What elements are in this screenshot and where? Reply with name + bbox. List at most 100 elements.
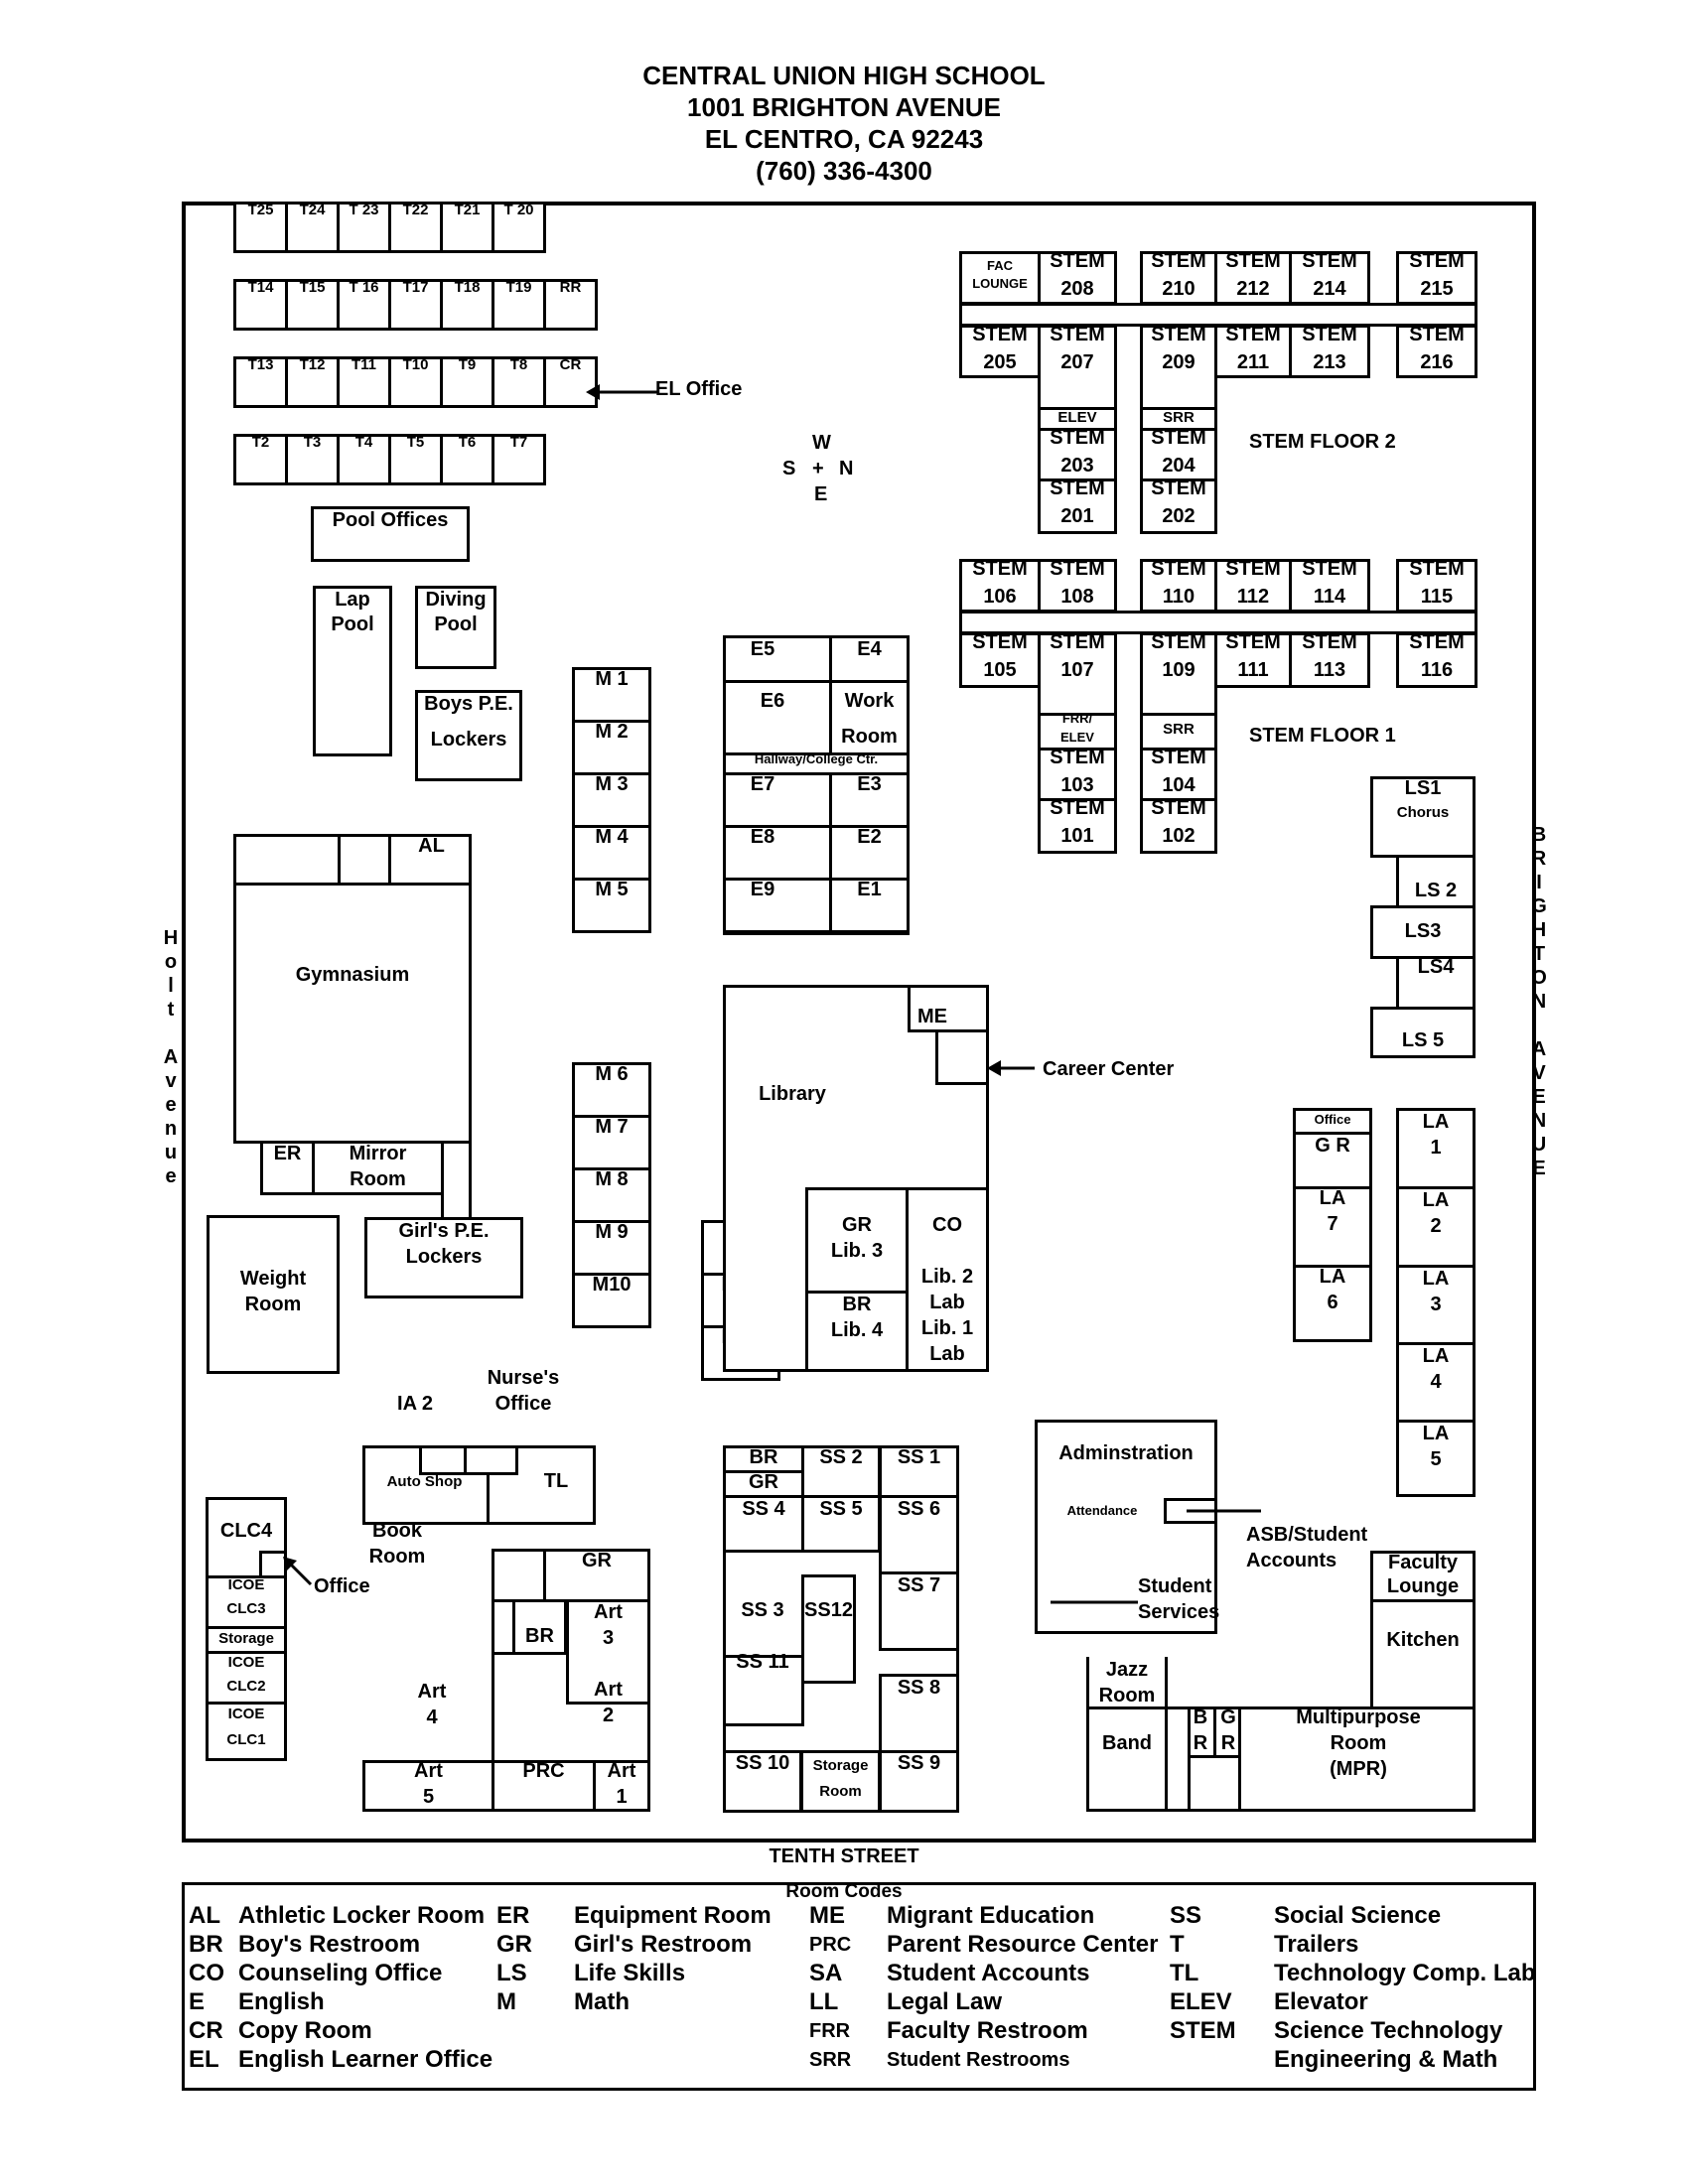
ls4 [1396, 956, 1476, 1010]
la-label: LA [1422, 1111, 1450, 1133]
legend-description: Math [574, 1988, 630, 2015]
al-label: AL [418, 835, 445, 857]
stem-213 [1289, 325, 1370, 378]
lib4-label: Lib. 4 [830, 1319, 884, 1341]
work-label: Room [841, 726, 898, 748]
ss12-label: SS12 [804, 1599, 853, 1621]
frr-label: FRR/ [1061, 711, 1093, 726]
trailer-label: T15 [299, 279, 326, 296]
trailer-label: CR [559, 356, 582, 373]
legend-description: Copy Room [238, 2017, 372, 2044]
stem-number-label: 105 [983, 659, 1017, 681]
trailer-t5 [388, 434, 443, 485]
legend-code: LS [496, 1960, 527, 1986]
street-letter: E [1532, 1086, 1546, 1108]
ss-storage-room-label: Room [819, 1783, 862, 1800]
br-r-label: R [1193, 1732, 1208, 1754]
trailer-label: T25 [247, 202, 274, 218]
art2-label: Art [594, 1679, 623, 1701]
stem-number-label: 205 [983, 351, 1017, 373]
la6-la-label: LA [1319, 1266, 1346, 1288]
la-east-building [1396, 1108, 1476, 1497]
auto-shop-label: Auto Shop [386, 1473, 463, 1490]
clc2-label: CLC2 [226, 1678, 266, 1695]
mpr-label-3: (MPR) [1330, 1758, 1387, 1780]
library-label: Library [759, 1083, 826, 1105]
trailer-t20 [492, 202, 546, 253]
stem-113 [1289, 632, 1370, 688]
stem-label: STEM [1302, 250, 1357, 272]
stem-label: STEM [972, 558, 1028, 580]
stem-number-label: 110 [1162, 586, 1196, 608]
elev-label: ELEV [1060, 730, 1094, 745]
work-room [829, 680, 910, 755]
trailer-t17 [388, 279, 443, 331]
street-letter: t [167, 999, 175, 1021]
street-letter: n [164, 1118, 178, 1140]
legend-description: Migrant Education [887, 1902, 1095, 1929]
compass-n: N [839, 458, 854, 479]
prc [492, 1760, 596, 1812]
hallway-label: Hallway/College Ctr. [754, 751, 879, 766]
english-label: E4 [857, 638, 882, 660]
compass-center: + [812, 458, 824, 479]
art-1 [593, 1760, 650, 1812]
legend-code: CR [189, 2017, 223, 2044]
legend-code: STEM [1170, 2017, 1236, 2044]
trailer-label: T6 [458, 434, 477, 451]
stem-label: STEM [1151, 797, 1206, 819]
stem-number-label: 215 [1420, 278, 1454, 300]
stem-label: STEM [1050, 478, 1105, 499]
stem-label: STEM [1409, 324, 1465, 345]
lap-pool-label-1: Lap [335, 589, 370, 611]
mirror-room [312, 1141, 444, 1195]
ss-br-label: BR [749, 1446, 778, 1468]
stem-102 [1140, 798, 1217, 854]
ss8-label: SS 8 [897, 1677, 941, 1699]
stem-number-label: 116 [1420, 659, 1454, 681]
clc-office-arrow [283, 1557, 313, 1586]
street-letter: U [1531, 1134, 1547, 1156]
la-gr-label: G R [1315, 1135, 1350, 1157]
band-label: Band [1102, 1732, 1152, 1754]
compass-e: E [814, 483, 828, 505]
ss3-label: SS 3 [741, 1599, 784, 1621]
math-room [572, 1273, 651, 1328]
stem-label: STEM [1151, 427, 1206, 449]
stem-label: STEM [1050, 250, 1105, 272]
trailer-label: T9 [458, 356, 477, 373]
trailer-label: T13 [247, 356, 274, 373]
book-room-label-1: Book [372, 1520, 422, 1542]
ia2-label: IA 2 [397, 1393, 433, 1415]
stem-number-label: 216 [1420, 351, 1454, 373]
legend-code: ELEV [1170, 1988, 1232, 2015]
la-label: LA [1422, 1345, 1450, 1367]
trailer-t7 [492, 434, 546, 485]
art-br-label: BR [525, 1625, 554, 1647]
legend-code: M [496, 1988, 516, 2015]
stem-111 [1214, 632, 1292, 688]
clc2 [206, 1651, 287, 1705]
trailer-cr [543, 356, 598, 408]
stem-number-label: 208 [1060, 278, 1094, 300]
clc1 [206, 1702, 287, 1761]
stem-number-label: 209 [1162, 351, 1196, 373]
legend-code: FRR [809, 2020, 851, 2042]
el-office-label: EL Office [655, 378, 743, 400]
trailer-label: T11 [351, 356, 377, 373]
legend-description: English [238, 1988, 325, 2015]
ss5-label: SS 5 [819, 1498, 863, 1520]
legend-code: E [189, 1988, 206, 2015]
trailer-t19 [492, 279, 546, 331]
trailer-label: T14 [247, 279, 274, 296]
ls5 [1370, 1007, 1476, 1058]
english-room [829, 825, 910, 881]
stem-202 [1140, 478, 1217, 534]
stem-number-label: 213 [1313, 351, 1346, 373]
stem-label: STEM [1050, 427, 1105, 449]
legend-description: Legal Law [887, 1988, 1003, 2015]
stem-number-label: 203 [1060, 455, 1094, 477]
clc3-label: CLC3 [226, 1600, 266, 1617]
br-b-label: B [1193, 1706, 1208, 1728]
legend-code: ME [809, 1902, 845, 1929]
